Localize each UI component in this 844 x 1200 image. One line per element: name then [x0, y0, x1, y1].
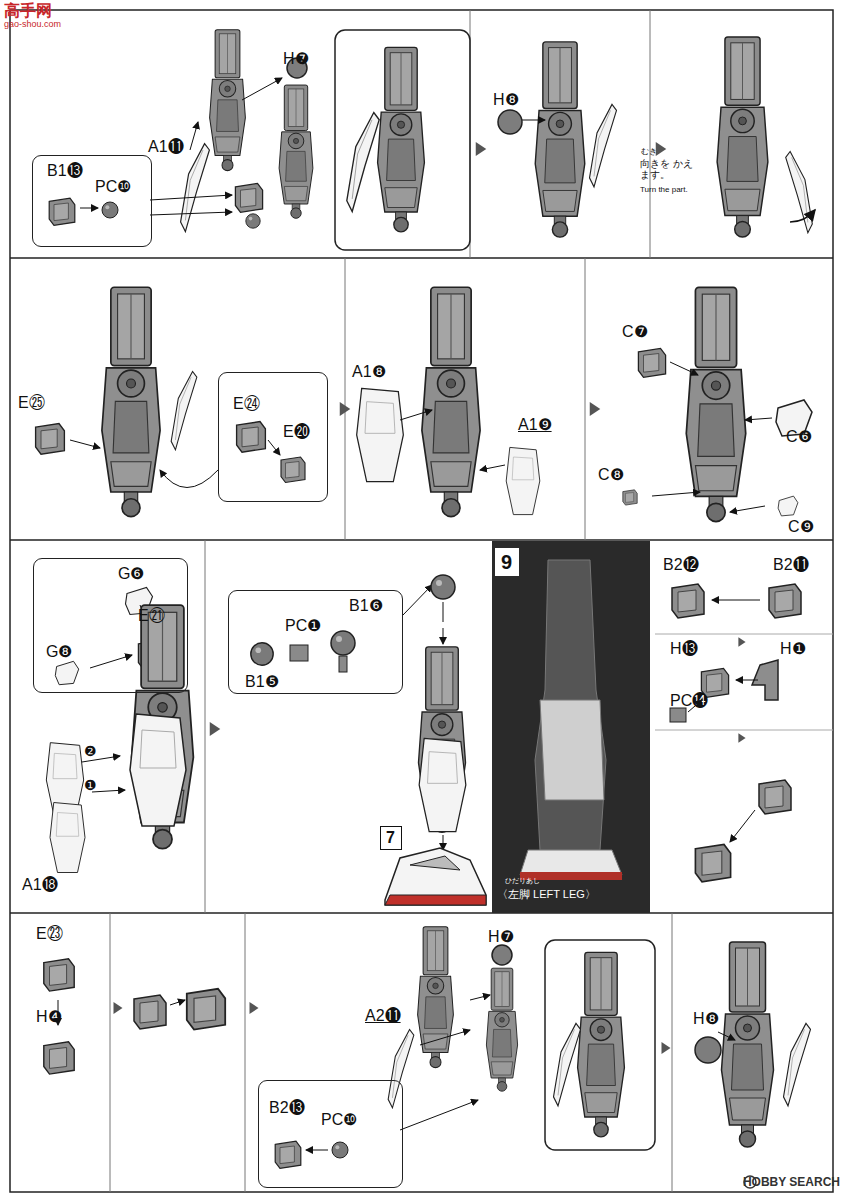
callout-label: H❹ [36, 1008, 62, 1026]
callout-label: ひだりあし [505, 877, 540, 885]
callout-label: B2⓫ [773, 556, 809, 574]
callout-label: ❷ [84, 744, 97, 759]
part-callout: PC❶ [285, 617, 321, 635]
callout-label: A1❽ [352, 363, 386, 381]
parts-inset-box: G❻ E㉑ G❽ [33, 558, 188, 693]
parts-inset-box: B1❻ PC❶ B1❺ [228, 590, 403, 694]
step-badge: 9 [495, 548, 519, 576]
callout-label: H❽ [693, 1010, 719, 1028]
callout-label: C❼ [622, 323, 648, 341]
watermark: gao-shou.com [4, 20, 61, 30]
callout-label: 向きを かえます。 [640, 158, 696, 180]
callout-label: H❼ [283, 50, 309, 68]
callout-label: ❶ [84, 778, 97, 793]
callout-label: A2⓫ [365, 1007, 401, 1025]
source-mark: HOBBY SEARCH [743, 1176, 840, 1189]
part-callout: B2⓭ [269, 1099, 305, 1117]
callout-label: E㉓ [36, 925, 63, 943]
part-callout: B1❺ [245, 673, 279, 691]
part-callout: G❽ [46, 643, 72, 661]
callout-label: 〈左脚 LEFT LEG〉 [497, 888, 596, 900]
part-callout: B1❻ [349, 597, 383, 615]
callout-label: A1⓲ [22, 876, 58, 894]
callout-label: むき [641, 148, 657, 157]
part-callout: E㉔ [233, 395, 260, 413]
callout-label: H❽ [493, 91, 519, 109]
parts-inset-box: E㉔ E⓴ [218, 372, 328, 502]
callout-label: B2⓬ [663, 556, 699, 574]
callout-label: Turn the part. [640, 186, 688, 195]
callout-label: C❻ [786, 428, 812, 446]
part-callout: 7 [386, 829, 395, 847]
callout-label: E㉕ [18, 394, 45, 412]
parts-inset-box: B2⓭ PC❿ [258, 1080, 403, 1188]
part-callout: E⓴ [283, 423, 310, 441]
callout-label: C❽ [598, 466, 624, 484]
part-callout: B1⓭ [47, 162, 83, 180]
step-number-box: 7 [380, 826, 402, 850]
part-callout: E㉑ [138, 607, 165, 625]
watermark: 高手网 [4, 2, 52, 20]
part-callout: PC❿ [95, 178, 131, 196]
callout-label: C❾ [788, 518, 814, 536]
parts-inset-box: B1⓭ PC❿ [32, 155, 152, 247]
callout-label: A1❾ [518, 416, 552, 434]
callout-label: A1⓫ [148, 138, 184, 156]
part-callout: G❻ [118, 565, 144, 583]
part-callout: PC❿ [321, 1111, 357, 1129]
part-callout: 9 [501, 551, 512, 573]
callout-label: H❼ [488, 928, 514, 946]
callout-label: H❶ [780, 640, 806, 658]
callout-label: H⓭ [670, 640, 698, 658]
callout-label: PC⓮ [670, 692, 708, 710]
